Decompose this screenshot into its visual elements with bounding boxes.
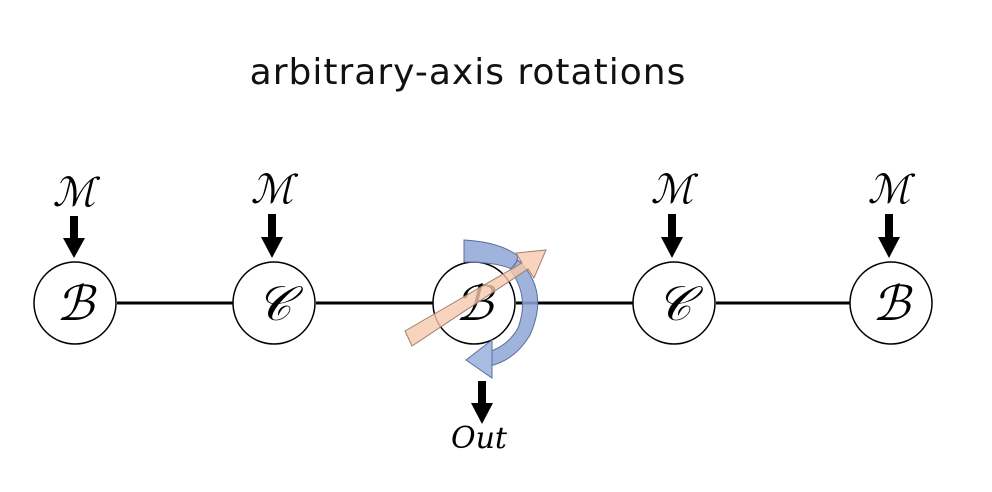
rotation-arrows — [404, 239, 547, 379]
node-4-input-arrow-shaft — [668, 214, 676, 237]
node-2-input-arrow-shaft — [268, 214, 276, 237]
node-2-input-arrow-head — [261, 237, 283, 258]
node-3-output-label: Out — [451, 421, 508, 456]
node-5-label: ℬ — [872, 276, 913, 332]
node-5-input-arrow-shaft — [885, 214, 893, 237]
diagram-title: arbitrary-axis rotations — [249, 52, 687, 93]
node-5: ℳ ℬ — [849, 167, 933, 345]
node-3-output-arrow-shaft — [478, 381, 486, 403]
node-4-circle — [632, 261, 716, 345]
node-4: ℳ 𝒞 — [632, 167, 716, 345]
node-1-circle — [33, 261, 117, 345]
rotation-blue-arrowhead — [465, 338, 493, 379]
node-3-output-arrow-head — [471, 403, 493, 424]
node-5-input-label: ℳ — [868, 167, 916, 213]
node-1-label: ℬ — [56, 276, 97, 332]
node-1-input-label: ℳ — [53, 170, 101, 216]
node-1-input-arrow-shaft — [70, 216, 78, 238]
node-5-input-arrow-head — [878, 237, 900, 258]
node-5-circle — [849, 261, 933, 345]
node-2: ℳ 𝒞 — [232, 167, 316, 345]
node-2-input-label: ℳ — [251, 167, 299, 213]
node-2-circle — [232, 261, 316, 345]
node-1-input-arrow-head — [63, 238, 85, 258]
rotation-orange-arrow — [404, 249, 547, 347]
node-3: ℬ Out — [404, 239, 547, 456]
node-4-input-arrow-head — [661, 237, 683, 258]
node-4-input-label: ℳ — [651, 167, 699, 213]
node-1: ℳ ℬ — [33, 170, 117, 345]
